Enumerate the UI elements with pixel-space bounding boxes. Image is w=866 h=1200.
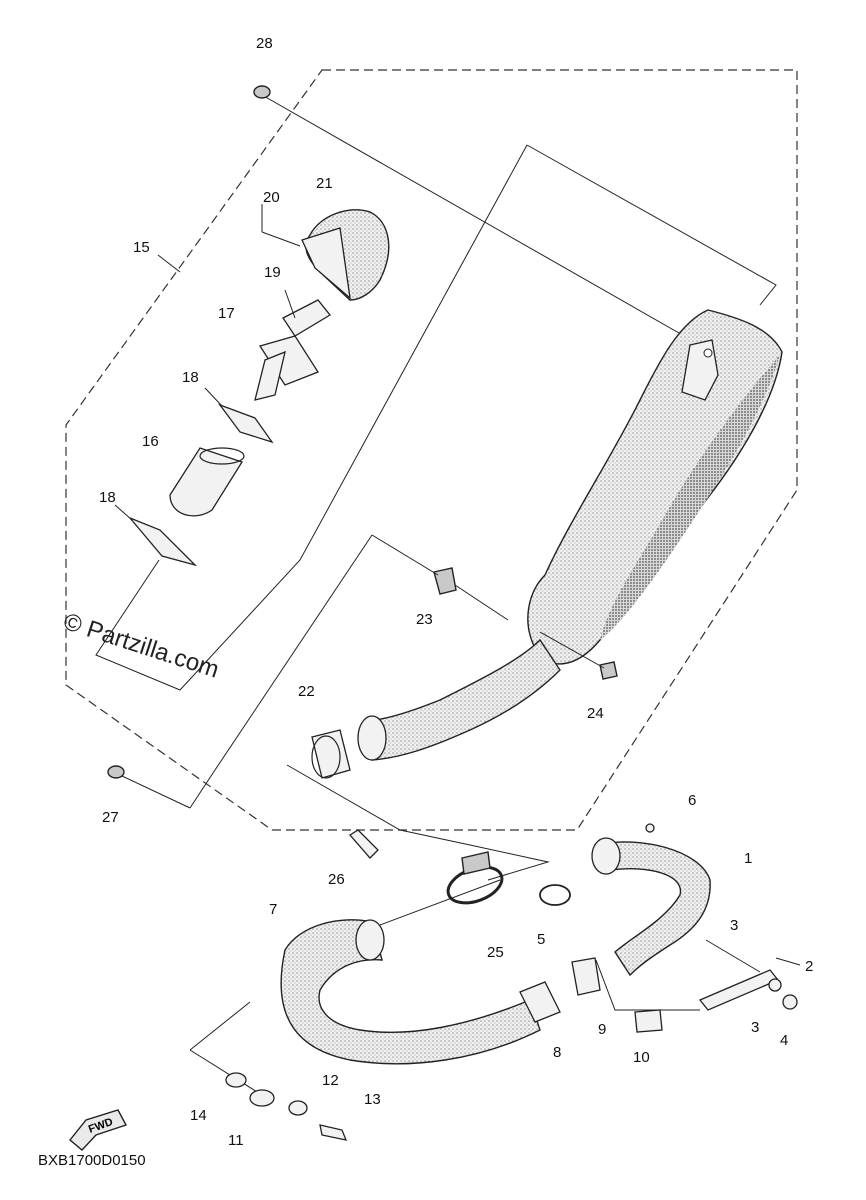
gasket-18-lower: [129, 517, 198, 567]
mount-hole: [703, 348, 713, 358]
diagram-code: BXB1700D0150: [38, 1152, 146, 1169]
nut-4: [782, 994, 798, 1010]
gasket-18-upper: [218, 403, 274, 444]
callout-18-upper: 18: [182, 369, 199, 386]
callout-19: 19: [264, 264, 281, 281]
bolt-28-head: [253, 85, 271, 99]
assembly-outline-dashed: [65, 69, 798, 831]
callout-4: 4: [780, 1032, 788, 1049]
callout-2: 2: [805, 958, 813, 975]
forward-arrow-icon: FWD: [69, 1109, 128, 1151]
callout-7: 7: [269, 901, 277, 918]
inner-pipe-19: [282, 299, 331, 337]
callout-10: 10: [633, 1049, 650, 1066]
muffler-body: [527, 309, 783, 665]
muffler-end-cap-face: [301, 227, 351, 300]
callout-12: 12: [322, 1072, 339, 1089]
clamp-25-bolt: [461, 851, 491, 875]
gasket-22: [311, 729, 351, 779]
clamp-reference-frame: [286, 764, 550, 881]
link-pipe-end: [357, 715, 387, 761]
callout-17: 17: [218, 305, 235, 322]
damper-23: [433, 567, 457, 595]
callout-9: 9: [598, 1021, 606, 1038]
callout-8: 8: [553, 1044, 561, 1061]
watermark-text: © Partzilla.com: [60, 608, 222, 684]
callout-27: 27: [102, 809, 119, 826]
callout-11: 11: [228, 1132, 244, 1149]
exhaust-pipe-7-end: [355, 919, 385, 961]
nut-3: [768, 978, 782, 992]
callout-16: 16: [142, 433, 159, 450]
plate-10: [634, 1009, 663, 1033]
callout-14: 14: [190, 1107, 207, 1124]
callout-23: 23: [416, 611, 433, 628]
exhaust-pipe-1-end: [591, 837, 621, 875]
callout-13: 13: [364, 1091, 381, 1108]
gasket-14: [225, 1072, 247, 1088]
callout-18-lower: 18: [99, 489, 116, 506]
bolt-27-head: [107, 765, 125, 779]
muffler-internal-frame: [95, 144, 777, 691]
bracket-11: [249, 1089, 275, 1107]
sensor-2: [698, 969, 780, 1011]
callout-15: 15: [133, 239, 150, 256]
callout-25: 25: [487, 944, 504, 961]
muffler-shade: [600, 355, 780, 640]
bolt-26: [349, 829, 379, 859]
callout-6: 6: [688, 792, 696, 809]
callout-22: 22: [298, 683, 315, 700]
exhaust-pipe-1: [593, 841, 711, 977]
callout-1: 1: [744, 850, 752, 867]
callout-20: 20: [263, 189, 280, 206]
callout-3-lower: 3: [751, 1019, 759, 1036]
callout-3-upper: 3: [730, 917, 738, 934]
leader-28: [261, 94, 701, 346]
callout-26: 26: [328, 871, 345, 888]
link-pipe: [371, 638, 561, 761]
exhaust-pipe-7: [280, 919, 541, 1065]
nut-12: [288, 1100, 308, 1116]
gasket-8: [519, 981, 561, 1023]
clamp-5: [539, 884, 571, 906]
bolt-13: [319, 1124, 348, 1141]
flange-17-tube: [254, 350, 286, 401]
callout-24: 24: [587, 705, 604, 722]
callout-5: 5: [537, 931, 545, 948]
silencer-body-16: [169, 447, 243, 517]
gasket-9: [571, 957, 601, 996]
clip-6: [645, 823, 655, 833]
callout-28: 28: [256, 35, 273, 52]
callout-21: 21: [316, 175, 333, 192]
collar-24: [599, 661, 618, 680]
